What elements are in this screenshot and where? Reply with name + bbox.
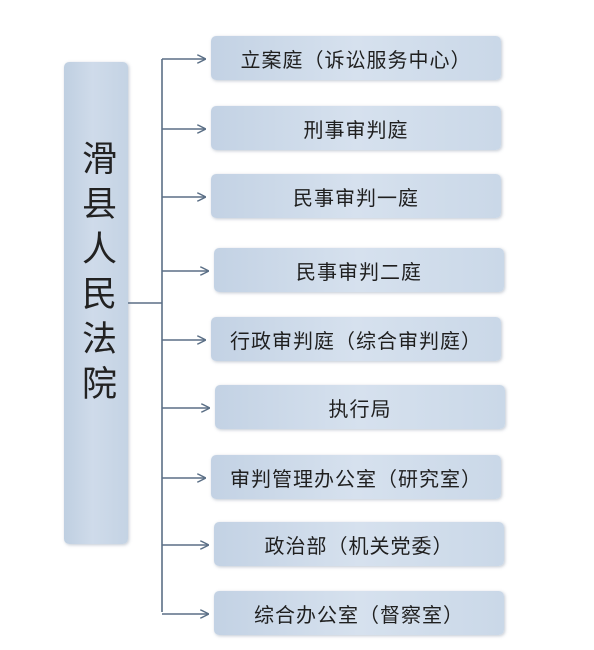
department-node: 行政审判庭（综合审判庭） bbox=[211, 317, 501, 361]
department-label: 政治部（机关党委） bbox=[264, 533, 454, 558]
department-node: 立案庭（诉讼服务中心） bbox=[211, 36, 501, 80]
department-label: 立案庭（诉讼服务中心） bbox=[240, 47, 472, 72]
department-node: 综合办公室（督察室） bbox=[214, 591, 504, 635]
department-label: 综合办公室（督察室） bbox=[254, 602, 464, 627]
department-label: 刑事审判庭 bbox=[303, 117, 409, 142]
department-node: 执行局 bbox=[215, 385, 505, 429]
court-name-label: 滑县人民法院 bbox=[76, 140, 116, 410]
court-root-node: 滑县人民法院 bbox=[64, 62, 128, 544]
department-node: 民事审判一庭 bbox=[211, 174, 501, 218]
department-node: 政治部（机关党委） bbox=[214, 522, 504, 566]
department-node: 审判管理办公室（研究室） bbox=[211, 455, 501, 499]
department-node: 民事审判二庭 bbox=[214, 248, 504, 292]
department-label: 审判管理办公室（研究室） bbox=[230, 466, 482, 491]
department-label: 民事审判一庭 bbox=[293, 185, 419, 210]
department-node: 刑事审判庭 bbox=[211, 106, 501, 150]
department-label: 执行局 bbox=[328, 396, 392, 421]
department-label: 民事审判二庭 bbox=[296, 259, 422, 284]
department-label: 行政审判庭（综合审判庭） bbox=[230, 328, 482, 353]
